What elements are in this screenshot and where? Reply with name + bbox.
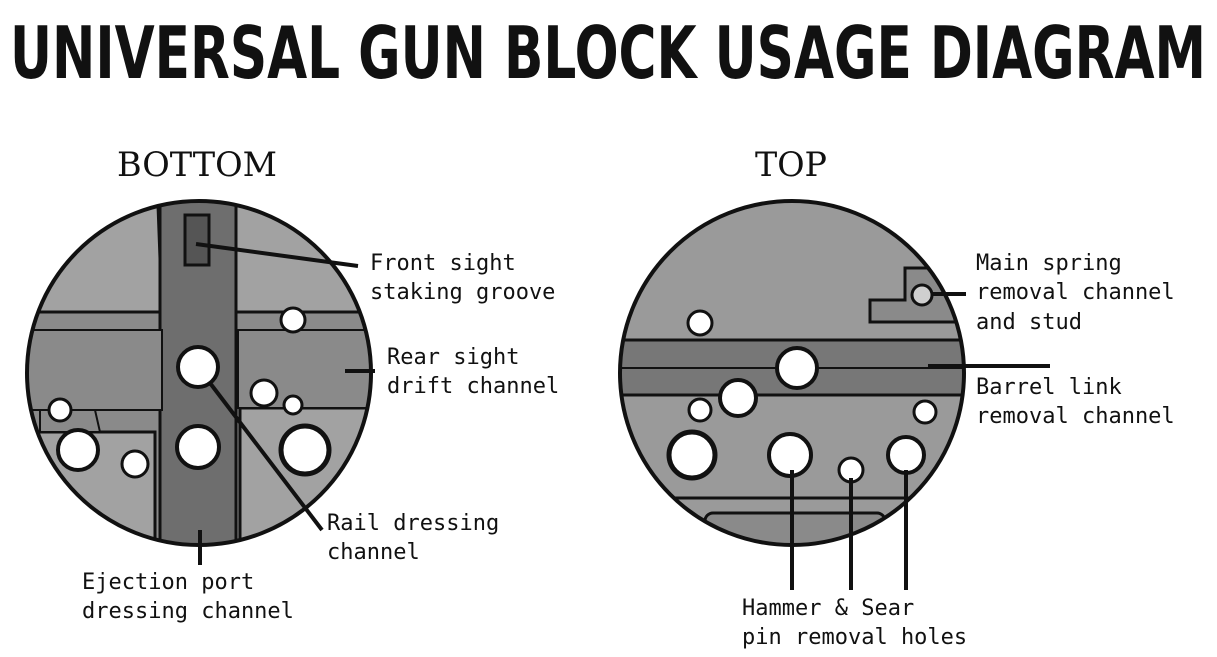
- bottom-view: BOTTOM: [25, 145, 559, 624]
- top-leader-lines: [790, 292, 1050, 590]
- bottom-block: [25, 199, 373, 547]
- rail-dressing-line-2: channel: [327, 540, 420, 565]
- top-view-label: TOP: [755, 145, 827, 185]
- bottom-view-label: BOTTOM: [117, 145, 277, 185]
- ejection-port-callout: Ejection port dressing channel: [82, 570, 294, 624]
- main-spring-stud: [910, 283, 934, 307]
- front-sight-line-2: staking groove: [370, 280, 555, 305]
- hammer-sear-line-1: Hammer & Sear: [742, 596, 914, 621]
- diagram-title: UNIVERSAL GUN BLOCK USAGE DIAGRAM: [10, 11, 1206, 95]
- front-sight-callout: Front sight staking groove: [370, 251, 555, 305]
- barrel-link-line-1: Barrel link: [976, 375, 1122, 400]
- main-spring-line-1: Main spring: [976, 251, 1122, 276]
- front-sight-groove: [183, 213, 211, 267]
- rear-sight-callout: Rear sight drift channel: [387, 345, 559, 399]
- hammer-sear-line-2: pin removal holes: [742, 625, 967, 650]
- rear-sight-line-1: Rear sight: [387, 345, 519, 370]
- bottom-leader-lines: [195, 242, 375, 565]
- front-sight-line-1: Front sight: [370, 251, 516, 276]
- rail-dressing-callout: Rail dressing channel: [327, 511, 512, 565]
- hammer-sear-callout: Hammer & Sear pin removal holes: [742, 596, 967, 650]
- ejection-port-line-1: Ejection port: [82, 570, 254, 595]
- main-spring-callout: Main spring removal channel and stud: [976, 251, 1188, 335]
- barrel-link-line-2: removal channel: [976, 404, 1175, 429]
- main-spring-line-2: removal channel: [976, 280, 1175, 305]
- barrel-link-callout: Barrel link removal channel: [976, 375, 1175, 429]
- ejection-port-line-2: dressing channel: [82, 599, 294, 624]
- main-spring-line-3: and stud: [976, 310, 1082, 335]
- rail-dressing-line-1: Rail dressing: [327, 511, 499, 536]
- top-view: TOP: [618, 145, 1188, 650]
- rear-sight-line-2: drift channel: [387, 374, 559, 399]
